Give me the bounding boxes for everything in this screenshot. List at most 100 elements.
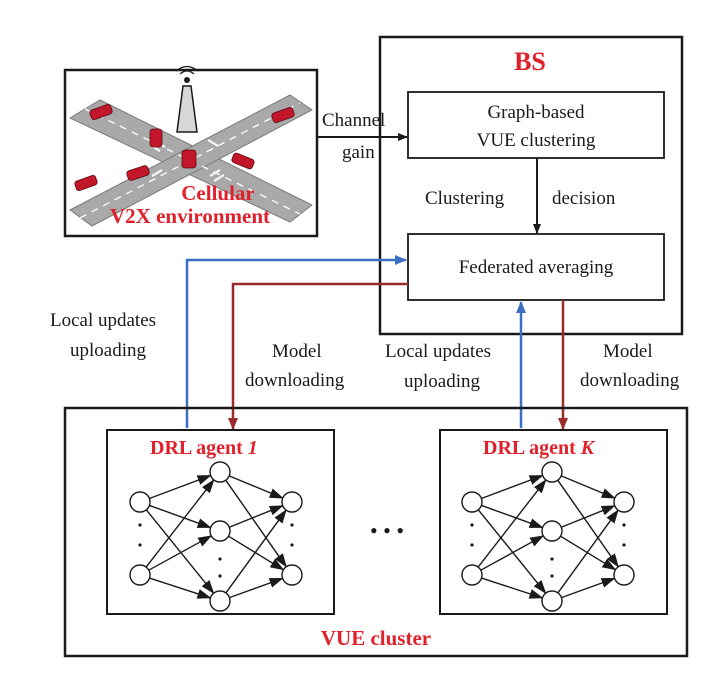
federated-averaging-label: Federated averaging <box>459 257 614 278</box>
nn-connection-arrow <box>557 479 619 568</box>
agent1-upload-arrow <box>185 255 407 428</box>
car-icon <box>126 165 150 181</box>
nn-node <box>281 564 303 586</box>
nn-connection-arrow <box>228 535 285 571</box>
vue-cluster-panel: VUE cluster DRL agent 1 DRL agent K • • … <box>63 406 689 658</box>
nn-ellipsis-dot <box>622 543 626 547</box>
nn-connection-arrow <box>145 509 215 594</box>
nn-connection-arrow <box>560 475 616 499</box>
nn-ellipsis-dot <box>290 543 294 547</box>
agentK-upload-label-line1: Local updates <box>385 341 491 362</box>
drl-agent-1-prefix: DRL agent <box>150 437 248 459</box>
car-icon <box>74 174 98 192</box>
nn-node <box>541 461 563 483</box>
road-intersection-illustration <box>68 65 313 227</box>
nn-node <box>461 491 483 513</box>
nn-connection-arrow <box>149 474 212 500</box>
environment-title-line2: V2X environment <box>110 204 270 228</box>
nn-ellipsis-dot <box>218 557 222 561</box>
car-icon <box>181 149 197 169</box>
agentK-upload-label-line2: uploading <box>404 371 480 392</box>
nn-node <box>129 564 151 586</box>
nn-node <box>613 564 635 586</box>
nn-connection-arrow <box>225 509 287 594</box>
nn-connection-arrow <box>561 505 616 528</box>
nn-node <box>281 491 303 513</box>
drl-agent-k-prefix: DRL agent <box>483 437 581 459</box>
vue-clustering-box <box>407 91 665 159</box>
nn-ellipsis-dot <box>550 574 554 578</box>
nn-ellipsis-dot <box>138 543 142 547</box>
nn-connection-arrow <box>481 474 544 500</box>
v2x-environment-panel: Cellular V2X environment <box>63 65 319 238</box>
federated-averaging-box <box>407 233 665 301</box>
nn-connection-arrow <box>145 479 215 568</box>
nn-node <box>209 461 231 483</box>
nn-connection-arrow <box>561 577 616 599</box>
drl-agent-1-title: DRL agent 1 <box>150 437 258 459</box>
nn-connection-arrow <box>557 509 619 594</box>
vehicle-icons <box>74 103 295 192</box>
base-station-panel: BS Graph-based VUE clustering Clustering… <box>378 35 684 336</box>
channel-gain-label-line2: gain <box>342 142 375 163</box>
drl-agent-1-index: 1 <box>248 437 258 459</box>
nn-connection-arrow <box>149 577 212 599</box>
nn-connection-arrow <box>477 479 547 568</box>
nn-node <box>461 564 483 586</box>
nn-node <box>129 491 151 513</box>
vue-clustering-line1: Graph-based <box>487 102 585 123</box>
car-icon <box>231 152 255 170</box>
nn-connection-arrow <box>480 535 545 571</box>
nn-node <box>209 590 231 612</box>
base-station-tower-icon <box>175 65 199 133</box>
nn-ellipsis-dot <box>550 557 554 561</box>
agentK-download-label-line1: Model <box>603 341 653 362</box>
agents-ellipsis: • • • <box>370 518 404 543</box>
nn-connection-arrow <box>229 505 284 528</box>
nn-ellipsis-dot <box>470 523 474 527</box>
car-icon <box>149 128 163 148</box>
agentK-links: Local updates uploading Model downloadin… <box>385 300 680 430</box>
nn-connection-arrow <box>148 535 213 571</box>
nn-connection-arrow <box>481 577 544 599</box>
agent1-download-label-line1: Model <box>272 341 322 362</box>
nn-connection-arrow <box>149 504 212 529</box>
lane-marking-2 <box>79 102 301 219</box>
nn-node <box>613 491 635 513</box>
clustering-decision-label-right: decision <box>552 188 616 209</box>
nn-connection-arrow <box>481 504 544 529</box>
agent1-links: Local updates uploading Model downloadin… <box>50 255 408 430</box>
nn-ellipsis-dot <box>622 523 626 527</box>
agent1-upload-label-line1: Local updates <box>50 310 156 331</box>
nn-connection-arrow <box>560 535 617 571</box>
environment-title-line1: Cellular <box>181 181 255 205</box>
channel-gain-link: Channel gain <box>317 110 408 163</box>
drl-agent-k-title: DRL agent K <box>483 437 596 459</box>
nn-ellipsis-dot <box>218 574 222 578</box>
drl-agent-k-index: K <box>580 437 596 459</box>
neural-network-k <box>461 461 635 612</box>
car-icon <box>89 103 113 121</box>
nn-ellipsis-dot <box>138 523 142 527</box>
clustering-decision-label-left: Clustering <box>425 188 505 209</box>
vue-clustering-line2: VUE clustering <box>477 130 596 151</box>
bs-frame <box>378 35 684 336</box>
nn-connection-arrow <box>228 475 284 499</box>
nn-connection-arrow <box>477 509 547 594</box>
nn-ellipsis-dot <box>290 523 294 527</box>
vue-cluster-label: VUE cluster <box>321 626 431 650</box>
vue-cluster-frame <box>63 406 689 658</box>
agent1-download-label-line2: downloading <box>245 370 345 391</box>
nn-node <box>209 520 231 542</box>
nn-node <box>541 590 563 612</box>
nn-ellipsis-dot <box>470 543 474 547</box>
car-icon <box>271 106 295 124</box>
agent1-download-arrow <box>228 282 408 430</box>
neural-network-1 <box>129 461 303 612</box>
nn-connection-arrow <box>229 577 284 599</box>
nn-connection-arrow <box>225 479 287 568</box>
agentK-download-label-line2: downloading <box>580 370 680 391</box>
agent1-upload-label-line2: uploading <box>70 340 146 361</box>
channel-gain-label-line1: Channel <box>322 110 385 131</box>
